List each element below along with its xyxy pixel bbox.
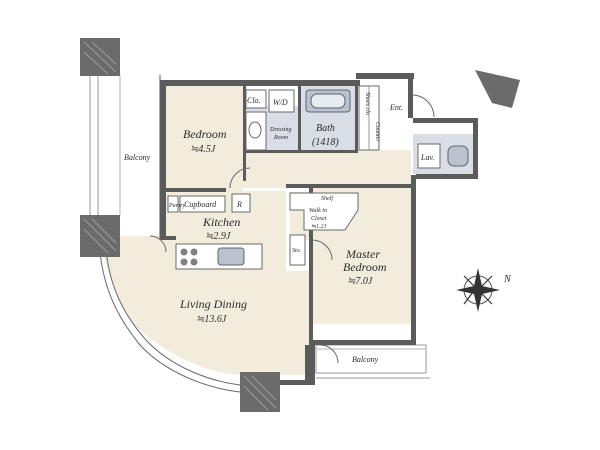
dressing-room-label-1: Dressing	[269, 127, 291, 133]
walk-in-size: ≒1.2J	[311, 224, 327, 230]
master-bedroom-label-1: Master	[345, 247, 380, 261]
stove-burner-2	[190, 248, 198, 256]
balcony-left-label: Balcony	[124, 153, 151, 162]
refrigerator-box	[231, 193, 251, 213]
shoes-closet-label: Shoes clo	[364, 92, 370, 115]
bedroom-floor	[166, 86, 243, 191]
wall-bath-left	[298, 86, 301, 152]
labels: Bedroom ≒4.5J Kitchen ≒2.9J Master Bedro…	[124, 92, 434, 364]
compass-star-diag	[463, 275, 493, 305]
wall-entrance-right	[408, 73, 413, 118]
walk-in-label-1: Walk in	[309, 208, 327, 214]
closet-box	[245, 89, 267, 109]
wall-dressing-bottom	[243, 150, 358, 153]
washer-dryer-box	[268, 89, 295, 113]
shelf-label: Shelf	[321, 195, 334, 202]
balcony-bottom-label: Balcony	[352, 355, 379, 364]
wall-bedroom-bottom	[166, 188, 226, 192]
wall-bedroom-right	[243, 86, 246, 181]
wall-kitchen-top	[166, 236, 176, 240]
compass-north-label: N	[503, 274, 512, 285]
dressing-counter	[245, 111, 267, 151]
entrance-label: Ent.	[389, 103, 403, 112]
living-dining-floor	[103, 236, 312, 375]
kitchen-label: Kitchen	[202, 215, 240, 229]
wall-lav-top	[413, 118, 478, 123]
wall-master-bottom	[313, 340, 416, 345]
living-dining-size: ≒13.6J	[196, 314, 227, 325]
wall-top-left	[160, 80, 360, 86]
master-bedroom-label-2: Bedroom	[343, 260, 387, 274]
walls	[160, 73, 478, 385]
master-door-swing	[311, 239, 333, 261]
bathtub-inner	[310, 93, 346, 109]
curved-window-inner	[105, 249, 241, 386]
stove-burner-4	[190, 258, 198, 266]
wall-living-right-lower	[305, 345, 315, 385]
kitchen-size: ≒2.9J	[205, 231, 231, 242]
columns	[80, 38, 520, 412]
storage-label: Sto.	[292, 248, 301, 254]
lavatory-label: Lav.	[420, 153, 434, 162]
kitchen-sink	[217, 247, 245, 266]
walk-in-label-2: Closet	[311, 216, 327, 222]
refrigerator-label: R	[236, 200, 242, 209]
bedroom-label: Bedroom	[183, 127, 227, 141]
walk-in-closet-shelf	[289, 192, 359, 231]
wall-master-left	[309, 188, 313, 348]
column-mid-left-hatch	[83, 218, 117, 254]
pantry-label: Pantry	[168, 203, 186, 209]
bedroom-size: ≒4.5J	[190, 144, 216, 155]
compass-star	[456, 268, 500, 312]
storage-box	[289, 234, 306, 266]
column-bottom-hatch	[243, 375, 277, 411]
wall-lav-right	[473, 118, 478, 178]
bath-label: Bath	[316, 123, 335, 134]
cupboard-box	[179, 195, 226, 213]
bedroom-door-swing	[229, 167, 251, 189]
lavatory-box	[417, 143, 441, 169]
dressing-sink	[248, 121, 262, 139]
living-door-swing	[149, 235, 167, 253]
balcony-door-swing	[319, 344, 339, 364]
curved-window-outer	[99, 251, 241, 393]
column-top-right	[475, 70, 520, 108]
hall-floor	[243, 150, 411, 188]
counter-label: Counter	[374, 122, 380, 142]
column-top-left-hatch	[83, 41, 117, 75]
living-dining-label: Living Dining	[179, 297, 247, 311]
master-bedroom-size: ≒7.0J	[347, 276, 373, 287]
stove-burner-1	[180, 248, 188, 256]
entrance-floor	[382, 86, 412, 146]
closet-label: Clo.	[247, 96, 261, 105]
entrance-door-swing	[411, 94, 435, 118]
wall-left-upper	[160, 80, 166, 240]
stove-burner-3	[180, 258, 188, 266]
wall-right-master	[411, 175, 416, 340]
wall-bath-right	[355, 86, 358, 152]
wall-top-right	[356, 73, 414, 79]
washer-dryer-label: W/D	[273, 98, 288, 107]
fixtures	[149, 85, 469, 364]
cupboard-label: Cupboard	[184, 200, 217, 209]
wall-lav-bottom	[416, 174, 478, 179]
compass: N	[456, 268, 512, 312]
bath-size: (1418)	[312, 137, 339, 148]
wall-bath-bottom	[286, 184, 411, 188]
dressing-room-label-2: Room	[273, 135, 289, 141]
pantry-box	[167, 195, 179, 213]
toilet-bowl	[447, 145, 469, 167]
